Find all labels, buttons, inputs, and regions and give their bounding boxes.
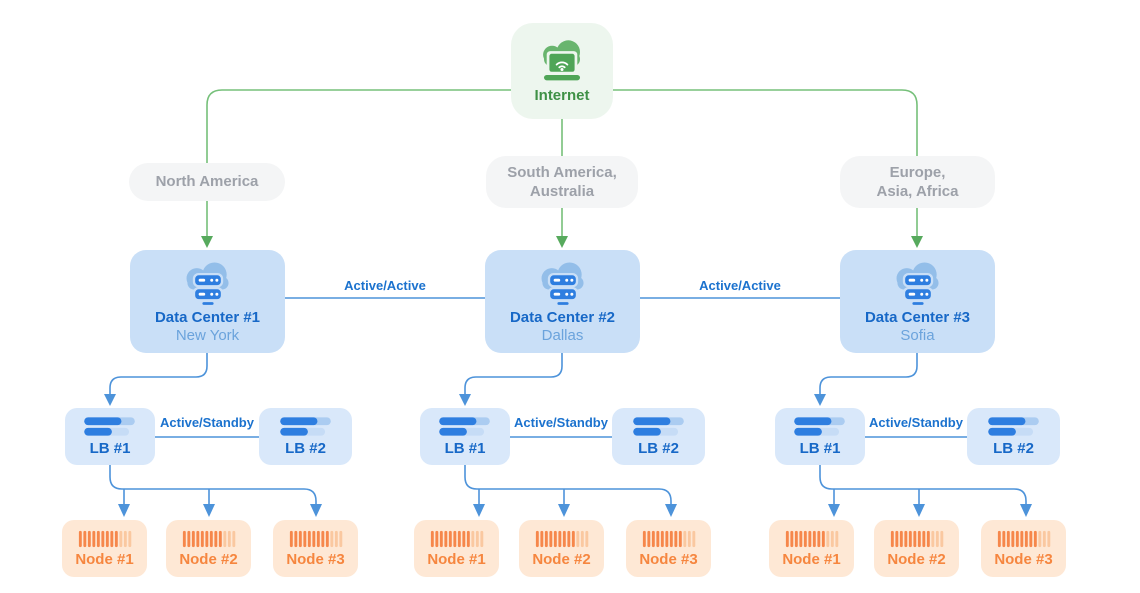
region-line: Asia, Africa: [876, 183, 959, 200]
node-rack-bars-icon: [76, 530, 134, 548]
node-label: Node #1: [782, 550, 841, 568]
datacenter-2: Data Center #2 Dallas: [485, 250, 640, 353]
node-rack-bars-icon: [180, 530, 238, 548]
lb-link-label: Active/Standby: [514, 415, 608, 430]
node-label: Node #1: [427, 550, 486, 568]
datacenter-cloud-server-icon: [180, 260, 236, 306]
lb-label: LB #1: [444, 440, 486, 457]
edge-dc2-lb1: [459, 353, 563, 406]
lb-link-label: Active/Standby: [160, 415, 254, 430]
region-pill-north-america: North America: [129, 163, 285, 201]
region-line: Europe,: [889, 163, 946, 181]
region-pill-south-america-australia: South America, Australia: [486, 156, 638, 208]
datacenter-name: Data Center #2: [509, 308, 616, 326]
node-rack-bars-icon: [287, 530, 345, 548]
region-line: North America: [155, 173, 259, 191]
lb-label: LB #1: [799, 440, 841, 457]
edge-lb1-nodes-g2: [464, 465, 677, 517]
edge-internet-dc3: [613, 89, 923, 248]
datacenter-1: Data Center #1 New York: [130, 250, 285, 353]
load-balancer-bars-icon: [279, 416, 333, 437]
region-line: South America,: [507, 163, 617, 181]
load-balancer-bars-icon: [987, 416, 1041, 437]
node-rack-bars-icon: [533, 530, 591, 548]
node-label: Node #3: [286, 550, 345, 568]
internet-cloud-wifi-icon: [535, 39, 589, 83]
lb-link-label: Active/Standby: [869, 415, 963, 430]
datacenter-cloud-server-icon: [890, 260, 946, 306]
datacenter-location: Dallas: [541, 326, 584, 344]
node-label: Node #2: [532, 550, 591, 568]
lb-label: LB #2: [285, 440, 326, 457]
dc-link-label: Active/Active: [699, 278, 781, 293]
node-rack-bars-icon: [640, 530, 698, 548]
node-rack-bars-icon: [428, 530, 486, 548]
lb-1-dc3: LB #1: [775, 408, 865, 465]
lb-2-dc2: LB #2: [612, 408, 705, 465]
node-rack-bars-icon: [888, 530, 946, 548]
node-2-dc3: Node #2: [874, 520, 959, 577]
lb-2-dc1: LB #2: [259, 408, 352, 465]
datacenter-location: Sofia: [900, 326, 935, 344]
lb-1-dc2: LB #1: [420, 408, 510, 465]
node-rack-bars-icon: [783, 530, 841, 548]
dc-link-label: Active/Active: [344, 278, 426, 293]
node-1-dc3: Node #1: [769, 520, 854, 577]
internet-node: Internet: [511, 23, 613, 119]
datacenter-3: Data Center #3 Sofia: [840, 250, 995, 353]
load-balancer-bars-icon: [793, 416, 847, 437]
datacenter-name: Data Center #1: [154, 308, 261, 326]
node-1-dc1: Node #1: [62, 520, 147, 577]
region-pill-europe-asia-africa: Europe, Asia, Africa: [840, 156, 995, 208]
node-label: Node #3: [994, 550, 1053, 568]
edge-lb1-nodes-g1: [109, 465, 322, 517]
node-label: Node #2: [179, 550, 238, 568]
edge-dc1-lb1: [104, 353, 208, 406]
edge-lb1-nodes-g3: [819, 465, 1032, 517]
node-3-dc1: Node #3: [273, 520, 358, 577]
node-label: Node #2: [887, 550, 946, 568]
datacenter-location: New York: [175, 326, 240, 344]
lb-label: LB #2: [993, 440, 1034, 457]
edge-dc3-lb1: [814, 353, 918, 406]
lb-label: LB #2: [638, 440, 679, 457]
node-2-dc1: Node #2: [166, 520, 251, 577]
internet-label: Internet: [534, 86, 590, 104]
node-3-dc2: Node #3: [626, 520, 711, 577]
node-label: Node #1: [75, 550, 134, 568]
node-rack-bars-icon: [995, 530, 1053, 548]
node-3-dc3: Node #3: [981, 520, 1066, 577]
region-line: Australia: [529, 183, 595, 200]
node-label: Node #3: [639, 550, 698, 568]
load-balancer-bars-icon: [438, 416, 492, 437]
lb-label: LB #1: [89, 440, 131, 457]
load-balancer-bars-icon: [83, 416, 137, 437]
datacenter-name: Data Center #3: [864, 308, 971, 326]
lb-1-dc1: LB #1: [65, 408, 155, 465]
load-balancer-bars-icon: [632, 416, 686, 437]
datacenter-cloud-server-icon: [535, 260, 591, 306]
edge-internet-dc1: [201, 89, 511, 248]
node-1-dc2: Node #1: [414, 520, 499, 577]
lb-2-dc3: LB #2: [967, 408, 1060, 465]
node-2-dc2: Node #2: [519, 520, 604, 577]
